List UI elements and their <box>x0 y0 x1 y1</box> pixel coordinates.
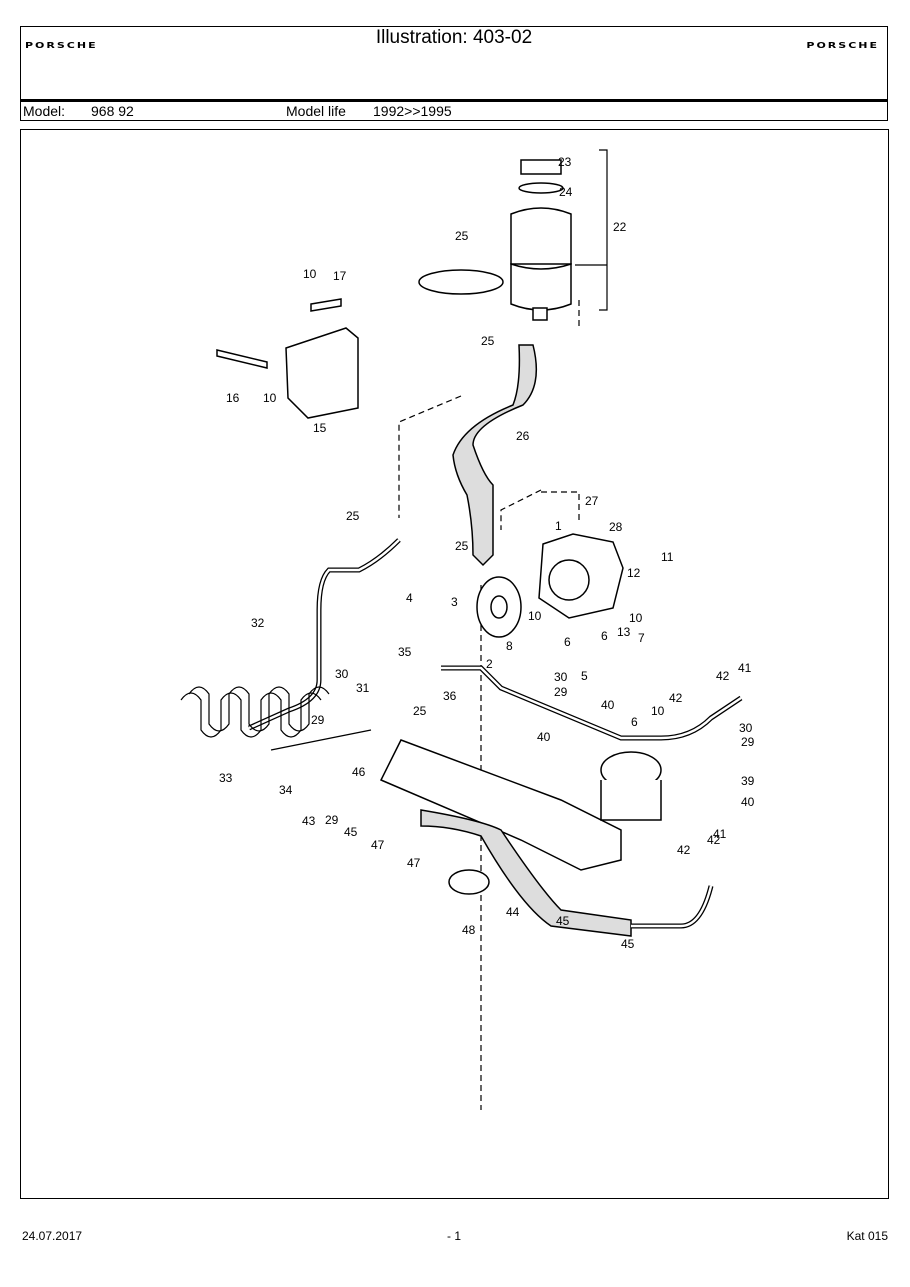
callout-label: 42 <box>669 691 683 705</box>
callout-label: 28 <box>609 520 623 534</box>
callout-label: 42 <box>677 843 691 857</box>
reservoir <box>510 159 572 321</box>
callout-label: 40 <box>741 795 755 809</box>
callout-label: 16 <box>226 391 240 405</box>
callout-label: 45 <box>621 937 635 951</box>
footer-catalog: Kat 015 <box>846 1229 888 1243</box>
hose-clamp <box>418 269 504 295</box>
footer-date: 24.07.2017 <box>22 1229 83 1243</box>
callout-label: 25 <box>346 509 360 523</box>
callout-label: 30 <box>554 670 568 684</box>
callout-label: 29 <box>554 685 568 699</box>
model-value: 968 92 <box>91 103 134 119</box>
callout-label: 45 <box>556 914 570 928</box>
callout-label: 24 <box>559 185 573 199</box>
callout-label: 31 <box>356 681 370 695</box>
callout-label: 29 <box>741 735 755 749</box>
callout-label: 25 <box>455 229 469 243</box>
callout-label: 43 <box>302 814 316 828</box>
header-box: PORSCHE Illustration: 403-02 PORSCHE Mod… <box>20 26 888 121</box>
callout-label: 42 <box>716 669 730 683</box>
callout-label: 7 <box>638 631 645 645</box>
model-life-label: Model life <box>286 103 346 119</box>
model-label: Model: <box>23 103 66 119</box>
callout-label: 6 <box>564 635 571 649</box>
callout-label: 41 <box>713 827 727 841</box>
callout-label: 44 <box>506 905 520 919</box>
callout-label: 8 <box>506 639 513 653</box>
callout-label: 27 <box>585 494 599 508</box>
callout-label: 25 <box>481 334 495 348</box>
model-life-value: 1992>>1995 <box>373 103 452 119</box>
callout-label: 22 <box>613 220 627 234</box>
callout-label: 48 <box>462 923 476 937</box>
callout-label: 39 <box>741 774 755 788</box>
callout-label: 6 <box>601 629 608 643</box>
callout-label: 25 <box>413 704 427 718</box>
callout-label: 12 <box>627 566 641 580</box>
brand-logo-left: PORSCHE <box>25 40 98 51</box>
callout-label: 26 <box>516 429 530 443</box>
callout-label: 36 <box>443 689 457 703</box>
oil-cooler <box>180 686 372 751</box>
callout-label: 29 <box>311 713 325 727</box>
callout-label: 30 <box>335 667 349 681</box>
callout-label: 40 <box>601 698 615 712</box>
callout-label: 2 <box>486 657 493 671</box>
model-info-bar: Model: 968 92 Model life 1992>>1995 <box>21 99 887 124</box>
callout-label: 29 <box>325 813 339 827</box>
callout-label: 15 <box>313 421 327 435</box>
callout-label: 25 <box>455 539 469 553</box>
callout-label: 35 <box>398 645 412 659</box>
callout-label: 46 <box>352 765 366 779</box>
callout-label: 40 <box>537 730 551 744</box>
page-title: Illustration: 403-02 <box>375 27 533 48</box>
callout-labels: 23 24 22 25 10 17 25 16 10 15 26 27 25 1… <box>219 155 755 951</box>
callout-label: 42 <box>707 833 721 847</box>
callout-label: 23 <box>558 155 572 169</box>
bracket <box>285 327 359 419</box>
callout-label: 10 <box>629 611 643 625</box>
callout-label: 45 <box>344 825 358 839</box>
callout-label: 30 <box>739 721 753 735</box>
callout-label: 3 <box>451 595 458 609</box>
suction-hose <box>452 344 538 567</box>
callout-label: 32 <box>251 616 265 630</box>
callout-label: 13 <box>617 625 631 639</box>
callout-label: 10 <box>263 391 277 405</box>
callout-label: 4 <box>406 591 413 605</box>
callout-label: 47 <box>371 838 385 852</box>
steering-rack <box>379 739 622 871</box>
brand-logo-right: PORSCHE <box>806 40 879 51</box>
callout-label: 11 <box>661 550 674 564</box>
callout-label: 17 <box>333 269 347 283</box>
callout-label: 5 <box>581 669 588 683</box>
callout-label: 10 <box>651 704 665 718</box>
callout-label: 34 <box>279 783 293 797</box>
callout-label: 10 <box>528 609 542 623</box>
callout-label: 10 <box>303 267 317 281</box>
footer-page: - 1 <box>447 1229 462 1243</box>
callout-label: 47 <box>407 856 421 870</box>
callout-label: 41 <box>738 661 752 675</box>
callout-label: 6 <box>631 715 638 729</box>
callout-label: 33 <box>219 771 233 785</box>
illustration-frame: 23 24 22 25 10 17 25 16 10 15 26 27 25 1… <box>20 129 889 1199</box>
parts-diagram: 23 24 22 25 10 17 25 16 10 15 26 27 25 1… <box>180 149 755 1110</box>
callout-label: 1 <box>555 519 562 533</box>
hose-clamp-48 <box>448 869 490 895</box>
return-hose <box>420 809 632 937</box>
